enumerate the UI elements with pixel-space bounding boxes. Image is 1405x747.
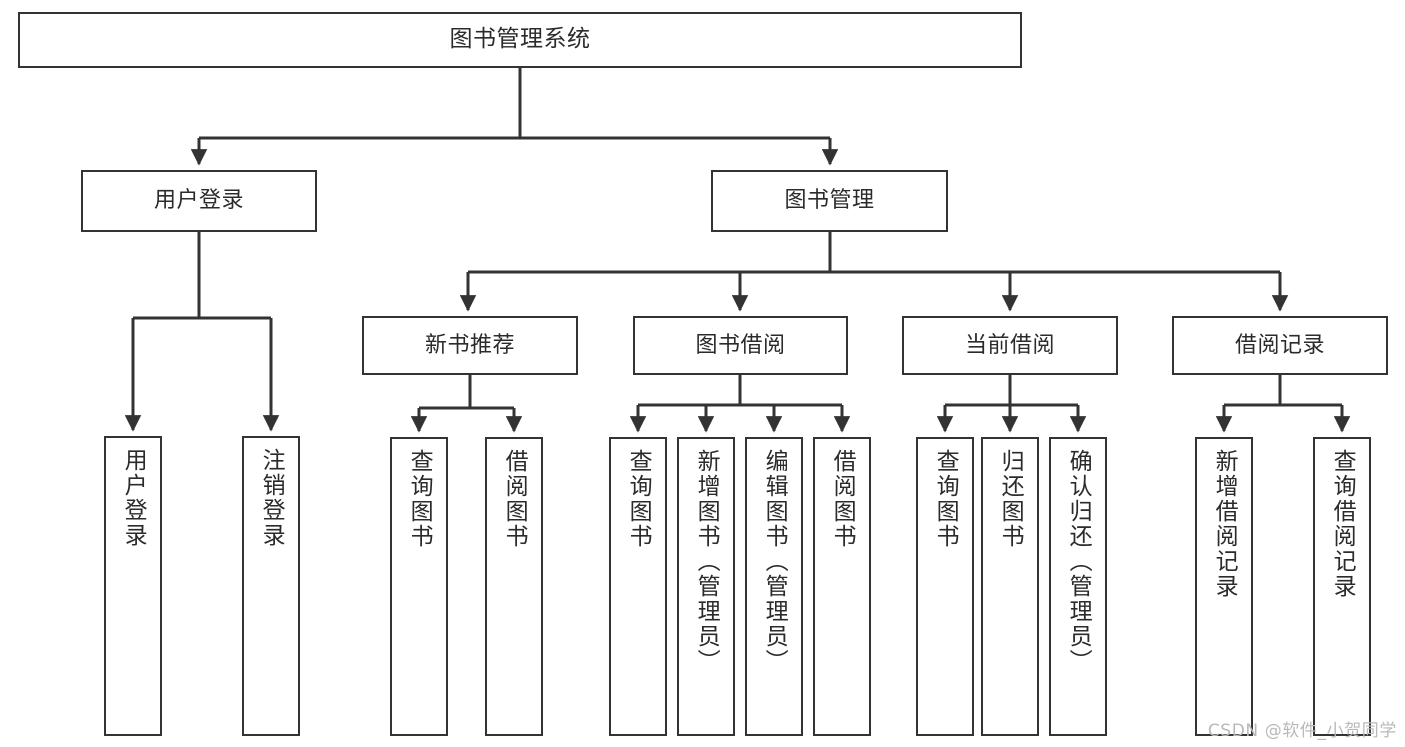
leaf-user-login-login-label: 用户登录 — [120, 448, 147, 548]
leaf-current-borrow-confirm-label: 确认归还（管理员） — [1065, 449, 1092, 674]
node-user-login-label: 用户登录 — [153, 188, 244, 214]
leaf-borrow-record-query-label: 查询借阅记录 — [1329, 449, 1356, 599]
csdn-watermark: CSDN @软件_小贺同学 — [1207, 721, 1397, 741]
leaf-user-login-login[interactable]: 用户登录 — [104, 436, 162, 736]
leaf-current-borrow-return-label: 归还图书 — [997, 449, 1024, 549]
leaf-borrow-record-add-label: 新增借阅记录 — [1211, 449, 1238, 599]
leaf-new-book-query[interactable]: 查询图书 — [390, 437, 448, 736]
node-root-label: 图书管理系统 — [449, 26, 591, 53]
node-user-login[interactable]: 用户登录 — [81, 170, 317, 232]
leaf-new-book-borrow-label: 借阅图书 — [501, 449, 528, 549]
leaf-borrow-record-query[interactable]: 查询借阅记录 — [1313, 437, 1371, 736]
node-book-manage[interactable]: 图书管理 — [711, 170, 948, 232]
leaf-book-borrow-borrow[interactable]: 借阅图书 — [813, 437, 871, 736]
leaf-borrow-record-add[interactable]: 新增借阅记录 — [1195, 437, 1253, 736]
leaf-book-borrow-query[interactable]: 查询图书 — [609, 437, 667, 736]
node-borrow-record-label: 借阅记录 — [1234, 332, 1325, 358]
leaf-book-borrow-add[interactable]: 新增图书（管理员） — [677, 437, 735, 736]
node-root[interactable]: 图书管理系统 — [18, 12, 1022, 68]
leaf-book-borrow-edit[interactable]: 编辑图书（管理员） — [745, 437, 803, 736]
node-book-manage-label: 图书管理 — [784, 188, 875, 214]
leaf-book-borrow-query-label: 查询图书 — [625, 449, 652, 549]
leaf-current-borrow-return[interactable]: 归还图书 — [981, 437, 1039, 736]
node-book-borrow-label: 图书借阅 — [695, 332, 786, 358]
leaf-book-borrow-add-label: 新增图书（管理员） — [693, 449, 720, 674]
leaf-new-book-query-label: 查询图书 — [406, 449, 433, 549]
node-borrow-record[interactable]: 借阅记录 — [1172, 316, 1388, 375]
leaf-current-borrow-query[interactable]: 查询图书 — [916, 437, 974, 736]
node-new-book-recommend[interactable]: 新书推荐 — [362, 316, 578, 375]
leaf-user-login-logout[interactable]: 注销登录 — [242, 436, 300, 736]
leaf-current-borrow-confirm[interactable]: 确认归还（管理员） — [1049, 437, 1107, 736]
node-current-borrow-label: 当前借阅 — [964, 332, 1055, 358]
leaf-book-borrow-borrow-label: 借阅图书 — [829, 449, 856, 549]
leaf-user-login-logout-label: 注销登录 — [258, 448, 285, 548]
node-current-borrow[interactable]: 当前借阅 — [902, 316, 1118, 375]
leaf-new-book-borrow[interactable]: 借阅图书 — [485, 437, 543, 736]
node-new-book-recommend-label: 新书推荐 — [424, 332, 515, 358]
leaf-book-borrow-edit-label: 编辑图书（管理员） — [761, 449, 788, 674]
leaf-current-borrow-query-label: 查询图书 — [932, 449, 959, 549]
node-book-borrow[interactable]: 图书借阅 — [633, 316, 848, 375]
